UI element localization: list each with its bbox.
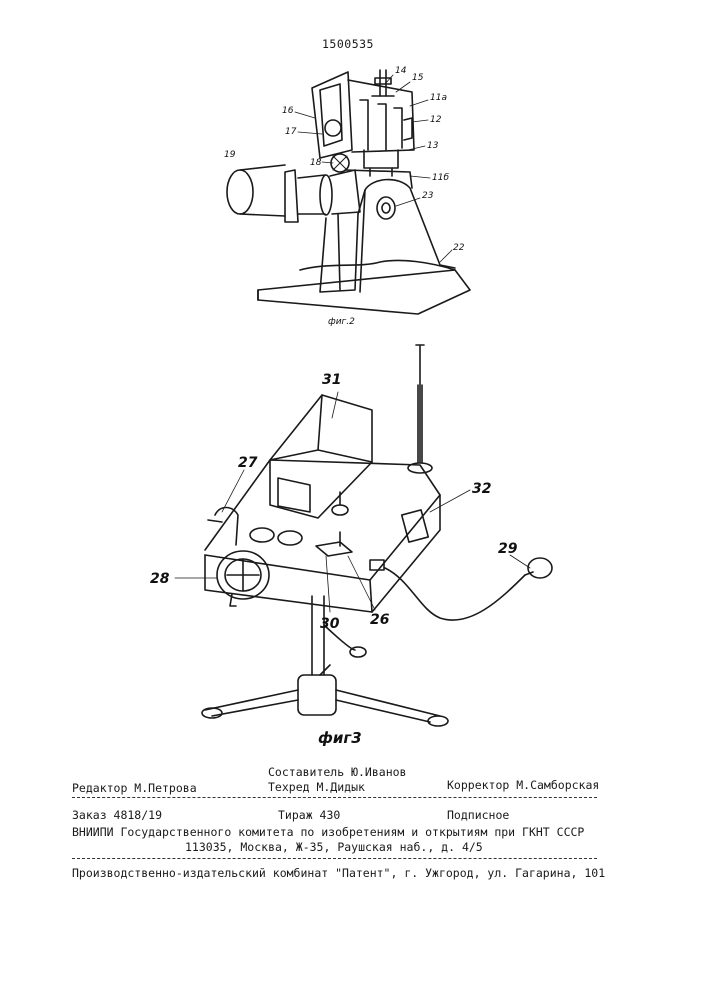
fig3-label: 32 xyxy=(472,481,491,497)
fig3-caption: фиг3 xyxy=(318,729,362,747)
fig3-label: 28 xyxy=(150,571,170,587)
fig2-label: 16 xyxy=(282,106,294,116)
fig2-label: 17 xyxy=(285,127,297,137)
corrector: Корректор М.Самборская xyxy=(447,778,599,792)
fig3-label: 27 xyxy=(238,455,258,471)
fig2-label: 11б xyxy=(432,173,449,183)
order-number: Заказ 4818/19 xyxy=(72,808,162,822)
divider xyxy=(72,797,597,798)
publisher: Производственно-издательский комбинат "П… xyxy=(72,866,605,880)
fig2-label: 18 xyxy=(310,158,322,168)
fig2-label: 22 xyxy=(453,243,465,253)
fig2-caption: фиг.2 xyxy=(328,317,355,327)
fig2-label: 13 xyxy=(427,141,439,151)
fig2-label: 15 xyxy=(412,73,424,83)
compiler: Составитель Ю.Иванов xyxy=(268,765,406,779)
institute: ВНИИПИ Государственного комитета по изоб… xyxy=(72,825,584,839)
fig2-label: 12 xyxy=(430,115,442,125)
fig2-label: 14 xyxy=(395,66,407,76)
divider xyxy=(72,858,597,859)
fig2-label: 19 xyxy=(224,150,236,160)
fig2-label: 11а xyxy=(430,93,447,103)
fig3-label: 31 xyxy=(322,372,341,388)
address: 113035, Москва, Ж-35, Раушская наб., д. … xyxy=(185,840,483,854)
fig3-label: 30 xyxy=(320,616,340,632)
fig3-drawing xyxy=(202,345,552,726)
fig3-label: 26 xyxy=(370,612,390,628)
fig2-drawing xyxy=(227,70,470,314)
editor: Редактор М.Петрова xyxy=(72,781,197,795)
techred: Техред М.Дидык xyxy=(268,780,365,794)
fig2-label: 23 xyxy=(422,191,434,201)
circulation: Тираж 430 xyxy=(278,808,340,822)
subscription: Подписное xyxy=(447,808,509,822)
fig3-label: 29 xyxy=(498,541,518,557)
